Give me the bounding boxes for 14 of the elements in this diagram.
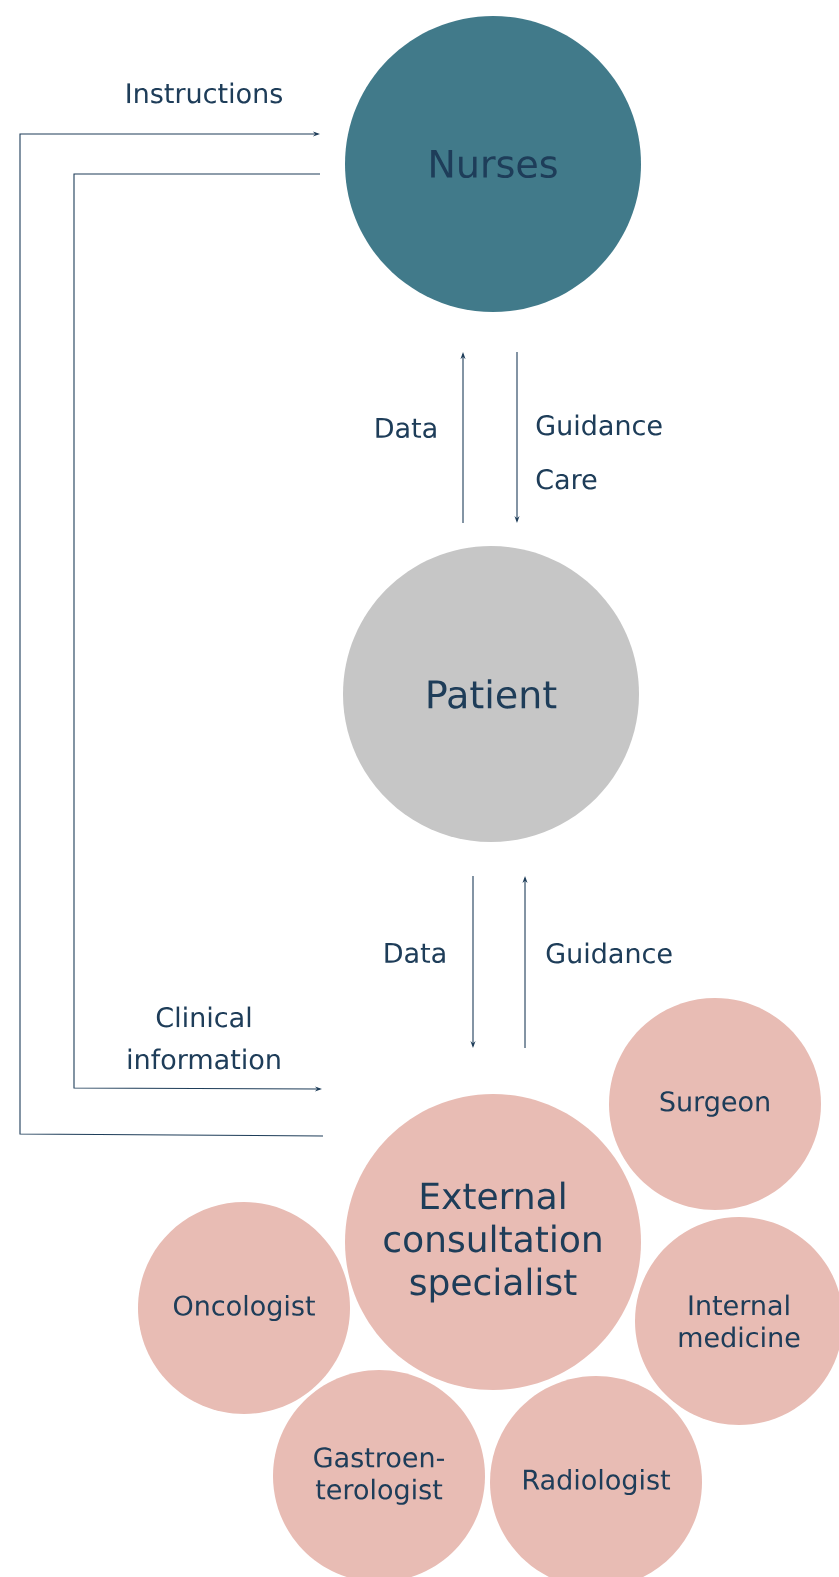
circle-node: Oncologist: [138, 1202, 350, 1414]
edge-label: Guidance Care: [533, 412, 688, 492]
edge-label: Instructions: [122, 80, 286, 106]
circle-node: Surgeon: [609, 998, 821, 1210]
edge-label: Clinical information: [107, 1004, 301, 1072]
node-label: Radiologist: [524, 1468, 671, 1496]
node-label: Gastroen- terologist: [314, 1447, 445, 1505]
node-label: External consultation specialist: [384, 1181, 601, 1303]
edge-label: Guidance: [543, 940, 675, 966]
edge-label: Data: [380, 941, 450, 966]
arrow: [19, 131, 324, 1137]
edge-label: Data: [371, 416, 441, 441]
circle-node: Patient: [343, 546, 639, 842]
circle-node: Nurses: [345, 16, 641, 312]
